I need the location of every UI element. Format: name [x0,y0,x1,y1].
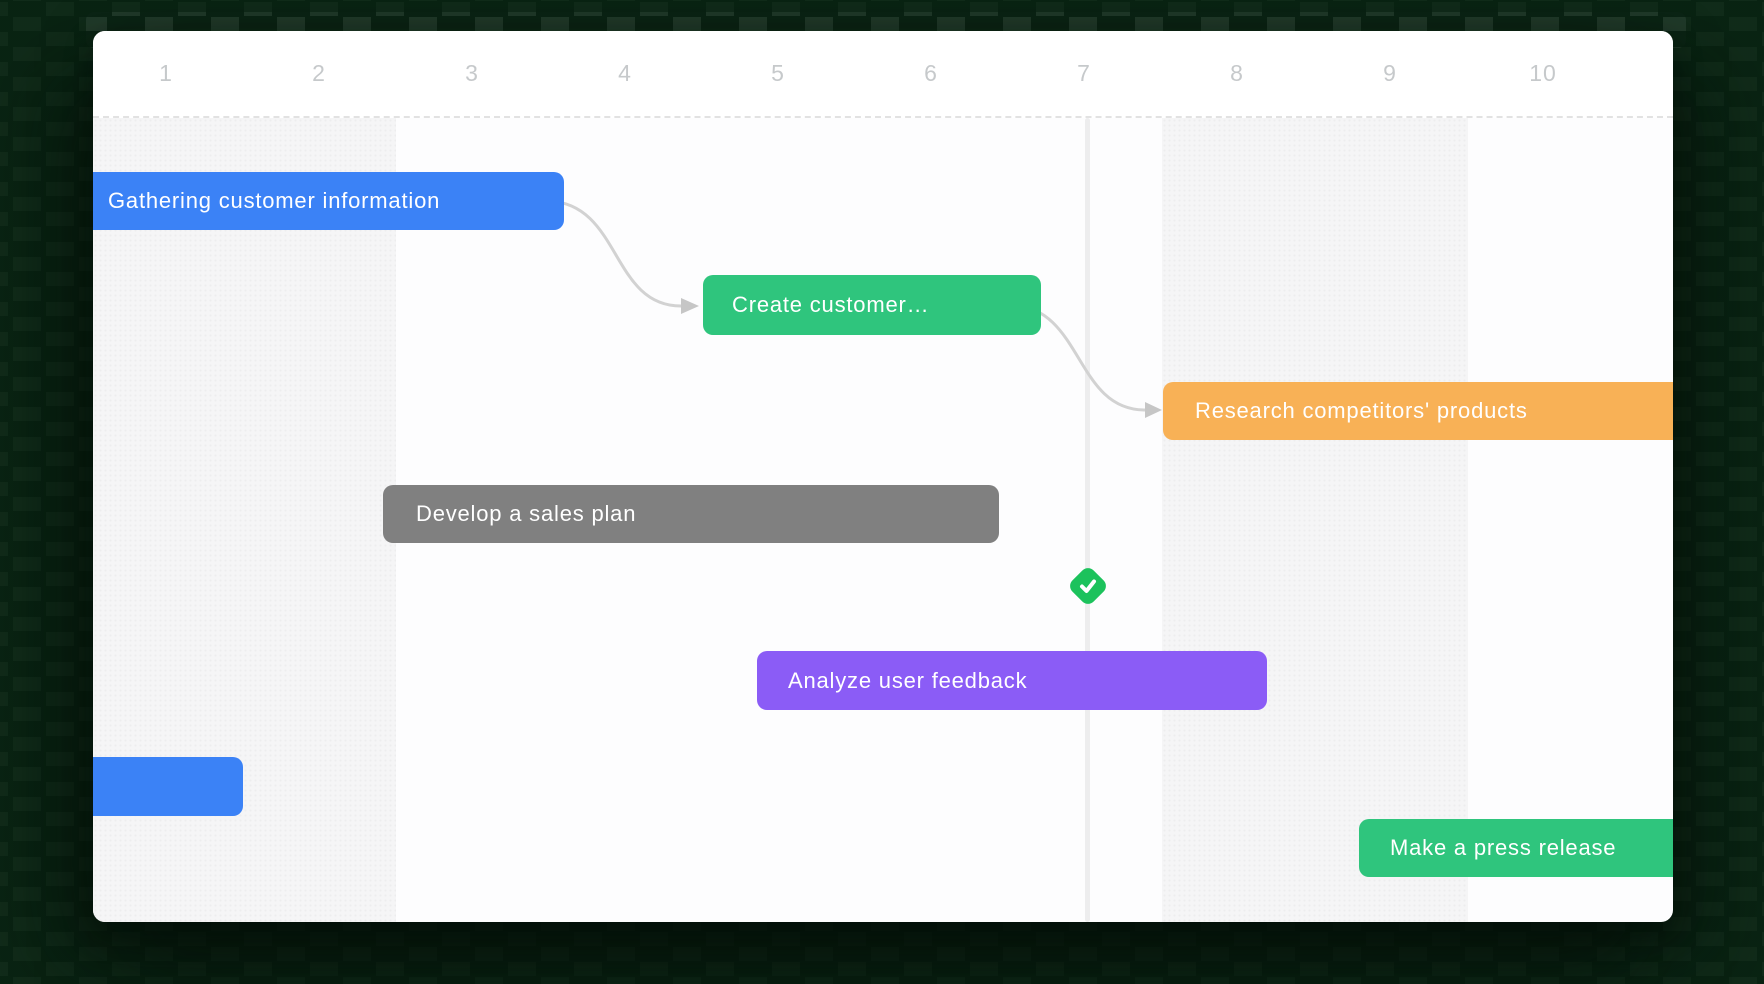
gantt-canvas: 1 2 3 4 5 6 7 8 9 10 Gathering customer … [93,31,1673,922]
timeline-column-label-3: 3 [465,60,479,86]
task-bar-create-customer[interactable]: Create customer… [703,275,1041,335]
check-icon [1080,579,1096,593]
task-bar-unlabeled[interactable] [93,757,243,816]
timeline-column-label-7: 7 [1077,60,1091,86]
task-bar-research-competitors-products[interactable]: Research competitors' products [1163,382,1673,440]
task-bar-make-a-press-release[interactable]: Make a press release [1359,819,1673,877]
timeline-column-label-9: 9 [1383,60,1397,86]
task-bar-develop-a-sales-plan[interactable]: Develop a sales plan [383,485,999,543]
timeline-column-label-5: 5 [771,60,785,86]
timeline-column-label-1: 1 [159,60,173,86]
arrowhead-icon [681,298,699,314]
task-bar-gathering-customer-information[interactable]: Gathering customer information [93,172,564,230]
dependency-connectors [547,199,1162,418]
timeline-column-label-6: 6 [924,60,938,86]
task-label: Develop a sales plan [416,501,637,526]
task-label: Gathering customer information [108,188,441,213]
task-label: Create customer… [732,292,930,317]
task-label: Analyze user feedback [788,667,1028,693]
arrowhead-icon [1145,402,1162,418]
task-label: Make a press release [1390,835,1617,860]
timeline-column-label-2: 2 [312,60,326,86]
task-label: Research competitors' products [1195,398,1528,423]
timeline-column-label-10: 10 [1529,60,1557,86]
dependency-arrow-1 [547,199,683,308]
task-bar-analyze-user-feedback[interactable]: Analyze user feedback [757,651,1267,710]
timeline-column-label-4: 4 [618,60,632,86]
timeline-header: 1 2 3 4 5 6 7 8 9 10 [93,31,1673,118]
timeline-column-label-8: 8 [1230,60,1244,86]
